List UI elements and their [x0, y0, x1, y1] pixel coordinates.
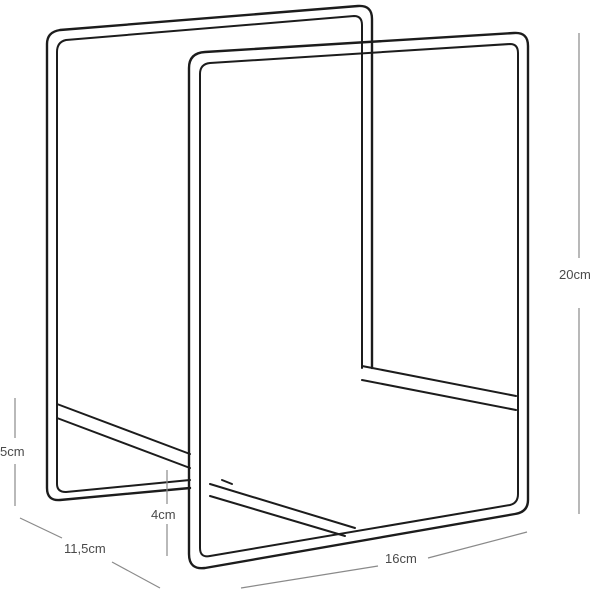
front-frame — [187, 31, 530, 570]
dimension-width: 16cm — [240, 531, 528, 589]
dimension-base-bar-label: 4cm — [151, 507, 176, 522]
back-frame-inner — [56, 15, 363, 493]
dimension-width-label: 16cm — [385, 551, 417, 566]
base-crossbar — [209, 479, 356, 537]
back-frame — [45, 4, 374, 502]
dimension-height: 20cm — [559, 33, 591, 514]
front-frame-inner — [199, 43, 519, 558]
back-frame-outer — [45, 4, 374, 502]
dimension-base-bar-height: 4cm — [151, 470, 176, 556]
left-side-crossbar — [56, 403, 191, 469]
dimension-depth: 11,5cm — [19, 517, 161, 589]
right-side-crossbar — [361, 365, 517, 411]
dimension-depth-line-lower — [111, 561, 161, 589]
front-frame-outer — [187, 31, 530, 570]
dimension-width-line-right — [427, 531, 528, 559]
dimension-width-line-left — [240, 565, 379, 589]
dimension-depth-label: 11,5cm — [64, 541, 106, 556]
dimension-depth-line-upper — [19, 517, 63, 539]
dimension-side-bar-label: 5cm — [0, 444, 25, 459]
dimension-height-label: 20cm — [559, 267, 591, 282]
dimension-side-bar-height: 5cm — [0, 398, 25, 506]
